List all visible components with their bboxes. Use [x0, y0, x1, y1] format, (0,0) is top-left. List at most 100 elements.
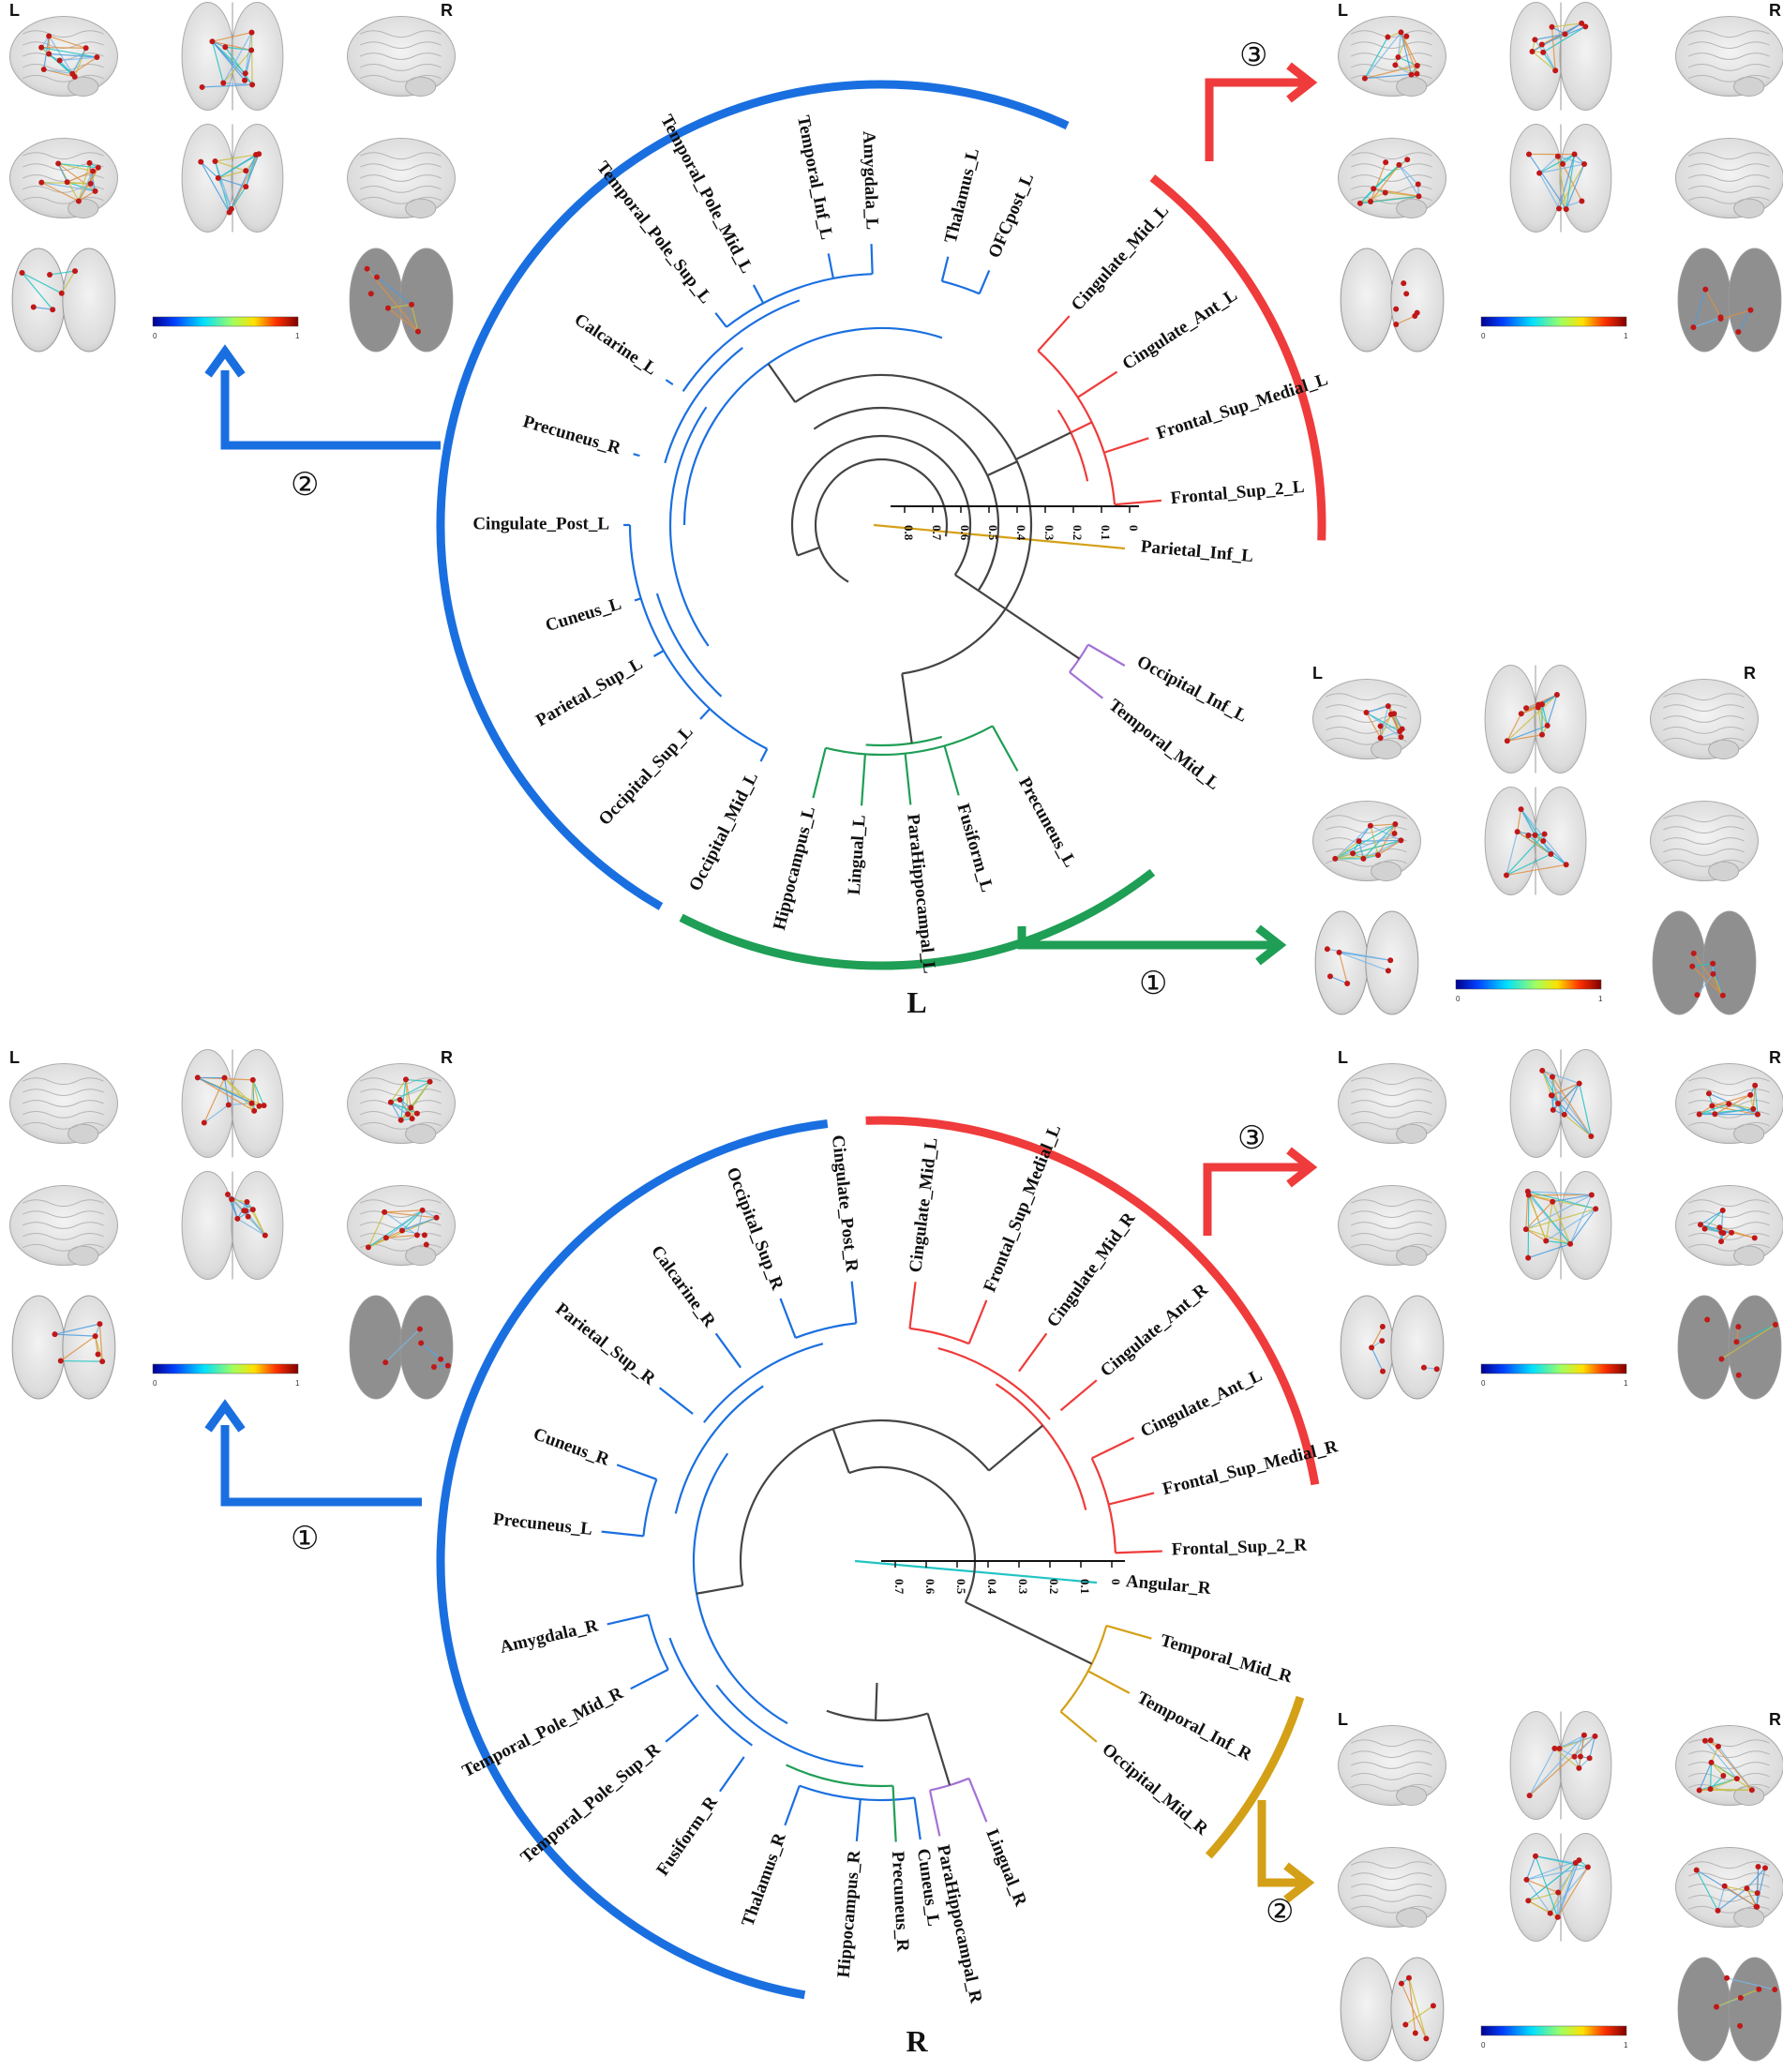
scale-tick-L: 0.2 — [1071, 525, 1085, 540]
side-label-right: R — [1769, 1, 1781, 20]
leaf-R-gold-0: Temporal_Mid_R — [1158, 1630, 1294, 1687]
leaf-R-blue-0: Cingulate_Post_R — [828, 1134, 862, 1273]
leaf-R-blue-6: Amygdala_R — [498, 1615, 600, 1658]
scale-tick-R: 0 — [1109, 1579, 1123, 1585]
leaf-L-red-1: Cingulate_Ant_L — [1119, 285, 1241, 374]
scale-tick-R: 0.4 — [985, 1579, 999, 1595]
leaf-R-blue-2: Calcarine_R — [647, 1242, 719, 1331]
leaf-L-green-2: ParaHippocampal_L — [903, 813, 939, 974]
scale-tick-L: 0.8 — [902, 525, 916, 541]
leaf-L-green-3: Fusiform_L — [952, 802, 996, 894]
colorbar-max: 1 — [295, 1379, 300, 1388]
group-number-R-red: ③ — [1237, 1119, 1266, 1157]
leaf-R-blue-8: Temporal_Pole_Sup_R — [517, 1739, 665, 1868]
side-label-right: R — [441, 1048, 453, 1067]
arc-L-green — [679, 868, 1156, 970]
leaf-L-red-3: Frontal_Sup_2_L — [1170, 477, 1306, 508]
leaf-L-green-4: Precuneus_L — [1014, 773, 1080, 870]
side-label-right: R — [1769, 1048, 1781, 1067]
leaf-R-blue-10: Thalamus_R — [738, 1830, 790, 1929]
leaf-R-blue-3: Parietal_Sup_R — [551, 1299, 659, 1389]
colorbar-min: 0 — [1456, 995, 1461, 1003]
leaf-L-blue-7: Cuneus_L — [543, 594, 623, 636]
leaf-R-red-3: Cingulate_Ant_R — [1097, 1280, 1212, 1381]
scale-tick-L: 0.1 — [1099, 525, 1113, 540]
arrow-L-green — [1017, 926, 1275, 950]
leaf-R-cyan-0: Angular_R — [1125, 1571, 1212, 1599]
leaf-L-blue-5: Precuneus_R — [520, 412, 622, 458]
side-label-right: R — [1769, 1710, 1781, 1729]
side-label-right: R — [1744, 664, 1756, 683]
leaf-R-purple-1: Lingual_R — [981, 1826, 1030, 1909]
leaf-L-blue-8: Parietal_Sup_L — [532, 653, 646, 730]
colorbar — [1480, 1363, 1627, 1374]
colorbar-max: 1 — [1624, 332, 1628, 340]
leaf-L-green-0: Hippocampus_L — [770, 804, 819, 932]
side-label-left: L — [1338, 1, 1348, 20]
group-number-L-blue: ② — [291, 466, 319, 503]
leaf-R-blue-9: Fusiform_R — [652, 1793, 722, 1880]
arrow-R-red — [1203, 1163, 1305, 1236]
leaf-L-purple-0: Temporal_Mid_L — [1105, 696, 1223, 794]
colorbar — [1455, 979, 1602, 990]
colorbar-max: 1 — [1624, 2041, 1628, 2049]
colorbar-max: 1 — [295, 332, 300, 340]
scale-tick-R: 0.3 — [1016, 1579, 1030, 1595]
scale-tick-L: 0.3 — [1042, 525, 1056, 541]
leaf-L-purple-1: Occipital_Inf_L — [1133, 652, 1251, 726]
side-label-left: L — [1338, 1710, 1348, 1729]
colorbar-max: 1 — [1624, 1379, 1628, 1388]
leaf-L-blue-6: Cingulate_Post_L — [472, 514, 609, 533]
arc-L-red — [1149, 174, 1326, 541]
colorbar-max: 1 — [1598, 995, 1603, 1003]
leaf-L-blue-2: Amygdala_L — [859, 130, 882, 230]
scale-tick-L: 0.7 — [930, 525, 944, 541]
colorbar-min: 0 — [1481, 1379, 1486, 1388]
side-label-left: L — [9, 1048, 20, 1067]
group-number-L-red: ③ — [1239, 37, 1267, 74]
leaf-R-red-0: Cingulate_Mid_L — [906, 1136, 941, 1273]
arc-R-gold — [1205, 1695, 1305, 1859]
leaf-R-gold-2: Occipital_Mid_R — [1098, 1739, 1211, 1839]
leaf-L-blue-10: Occipital_Mid_L — [685, 769, 762, 894]
arrow-L-blue — [220, 370, 441, 450]
leaf-L-green-1: Lingual_L — [845, 814, 870, 895]
leaf-L-gold-0: Parietal_Inf_L — [1140, 537, 1254, 566]
dendrogram-tree-layer — [601, 244, 1162, 1842]
leaf-R-blue-1: Occipital_Sup_R — [723, 1164, 787, 1293]
arc-R-red — [865, 1116, 1320, 1486]
scale-tick-L: 0 — [1127, 525, 1141, 532]
leaf-R-green-0: Precuneus_R — [888, 1851, 913, 1953]
scale-tick-R: 0.6 — [923, 1579, 937, 1595]
leaf-L-blue-9: Occipital_Sup_L — [595, 722, 697, 830]
colorbar-min: 0 — [153, 1379, 157, 1388]
arc-R-blue — [436, 1119, 829, 2000]
arrow-L-red — [1205, 78, 1305, 161]
leaf-L-blue-12: OFCpost_L — [984, 171, 1038, 262]
brain-panel-bottom-left: L R 0 1 — [9, 1048, 456, 1400]
colorbar — [152, 1363, 299, 1374]
hemisphere-label-R: R — [906, 2024, 928, 2058]
leaf-L-blue-1: Temporal_Inf_L — [793, 114, 836, 242]
dendrogram-R — [601, 1281, 1162, 1842]
scale-tick-R: 0.7 — [892, 1579, 906, 1595]
side-label-left: L — [9, 1, 20, 20]
leaf-R-blue-7: Temporal_Pole_Mid_R — [459, 1683, 626, 1781]
leaf-R-gold-1: Temporal_Inf_R — [1133, 1688, 1255, 1764]
leaf-R-red-2: Cingulate_Mid_R — [1043, 1209, 1140, 1330]
colorbar-min: 0 — [1481, 2041, 1486, 2049]
colorbar-min: 0 — [153, 332, 157, 340]
scale-tick-R: 0.2 — [1047, 1579, 1061, 1594]
group-number-R-blue: ① — [291, 1520, 319, 1557]
leaf-L-blue-11: Thalamus_L — [941, 146, 983, 245]
brain-panel-bottom-right-lower: L R 0 1 — [1338, 1710, 1783, 2062]
dendrogram-L — [623, 244, 1161, 806]
group-number-L-green: ① — [1139, 965, 1167, 1002]
leaf-R-red-4: Cingulate_Ant_L — [1138, 1366, 1266, 1442]
arrow-R-gold — [1257, 1800, 1301, 1887]
